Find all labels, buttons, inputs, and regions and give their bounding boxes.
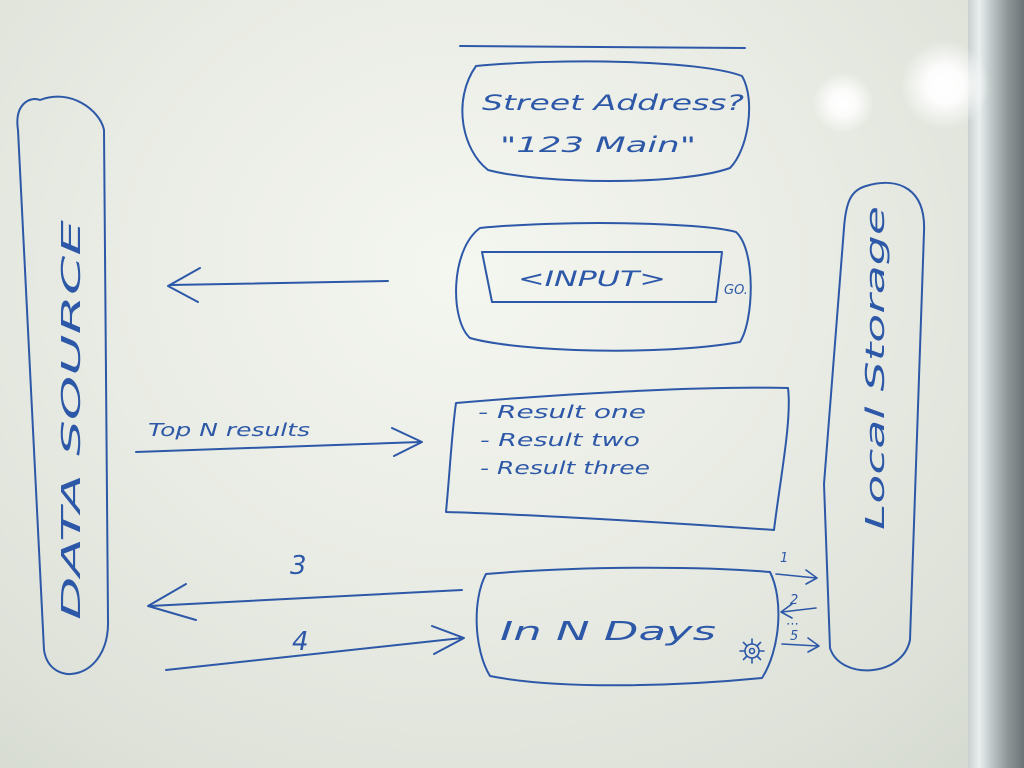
arrow-input-to-source	[167, 267, 389, 303]
result-item: - Result one	[478, 402, 646, 423]
storage-ellipsis: ⋯	[786, 617, 799, 632]
input-label: <INPUT>	[518, 267, 666, 291]
storage-step-5: 5	[790, 629, 798, 644]
in-n-days-label: In N Days	[500, 617, 716, 647]
arrow-step-5	[781, 637, 820, 653]
go-label: GO.	[724, 283, 748, 298]
street-address-example: "123 Main"	[500, 133, 696, 157]
results-box	[445, 386, 790, 531]
data-source-box	[16, 95, 110, 675]
street-address-title: Street Address?	[482, 91, 744, 115]
storage-step-2: 2	[790, 593, 798, 608]
data-source-label: DATA SOURCE	[57, 219, 87, 620]
arrow-step-2	[780, 603, 817, 619]
local-storage-box	[823, 181, 926, 672]
arrow-4	[165, 625, 465, 671]
arrow-step-1	[775, 569, 818, 585]
result-item: - Result two	[480, 430, 640, 451]
whiteboard-frame	[968, 0, 1024, 768]
input-field	[481, 251, 723, 303]
arrow-4-label: 4	[292, 627, 309, 657]
street-address-box	[459, 45, 751, 182]
arrow-3	[147, 583, 463, 621]
storage-step-1: 1	[780, 551, 788, 566]
result-item: - Result three	[480, 458, 650, 479]
local-storage-label: Local Storage	[861, 206, 891, 530]
diagram-canvas: DATA SOURCE Street Address? "123 Main" <…	[16, 45, 926, 687]
top-n-label: Top N results	[148, 420, 310, 441]
arrow-3-label: 3	[290, 551, 307, 581]
arrow-top-n-results	[135, 427, 423, 457]
in-n-days-box	[475, 566, 780, 687]
gear-icon	[739, 638, 765, 664]
input-outer-box	[455, 222, 752, 352]
